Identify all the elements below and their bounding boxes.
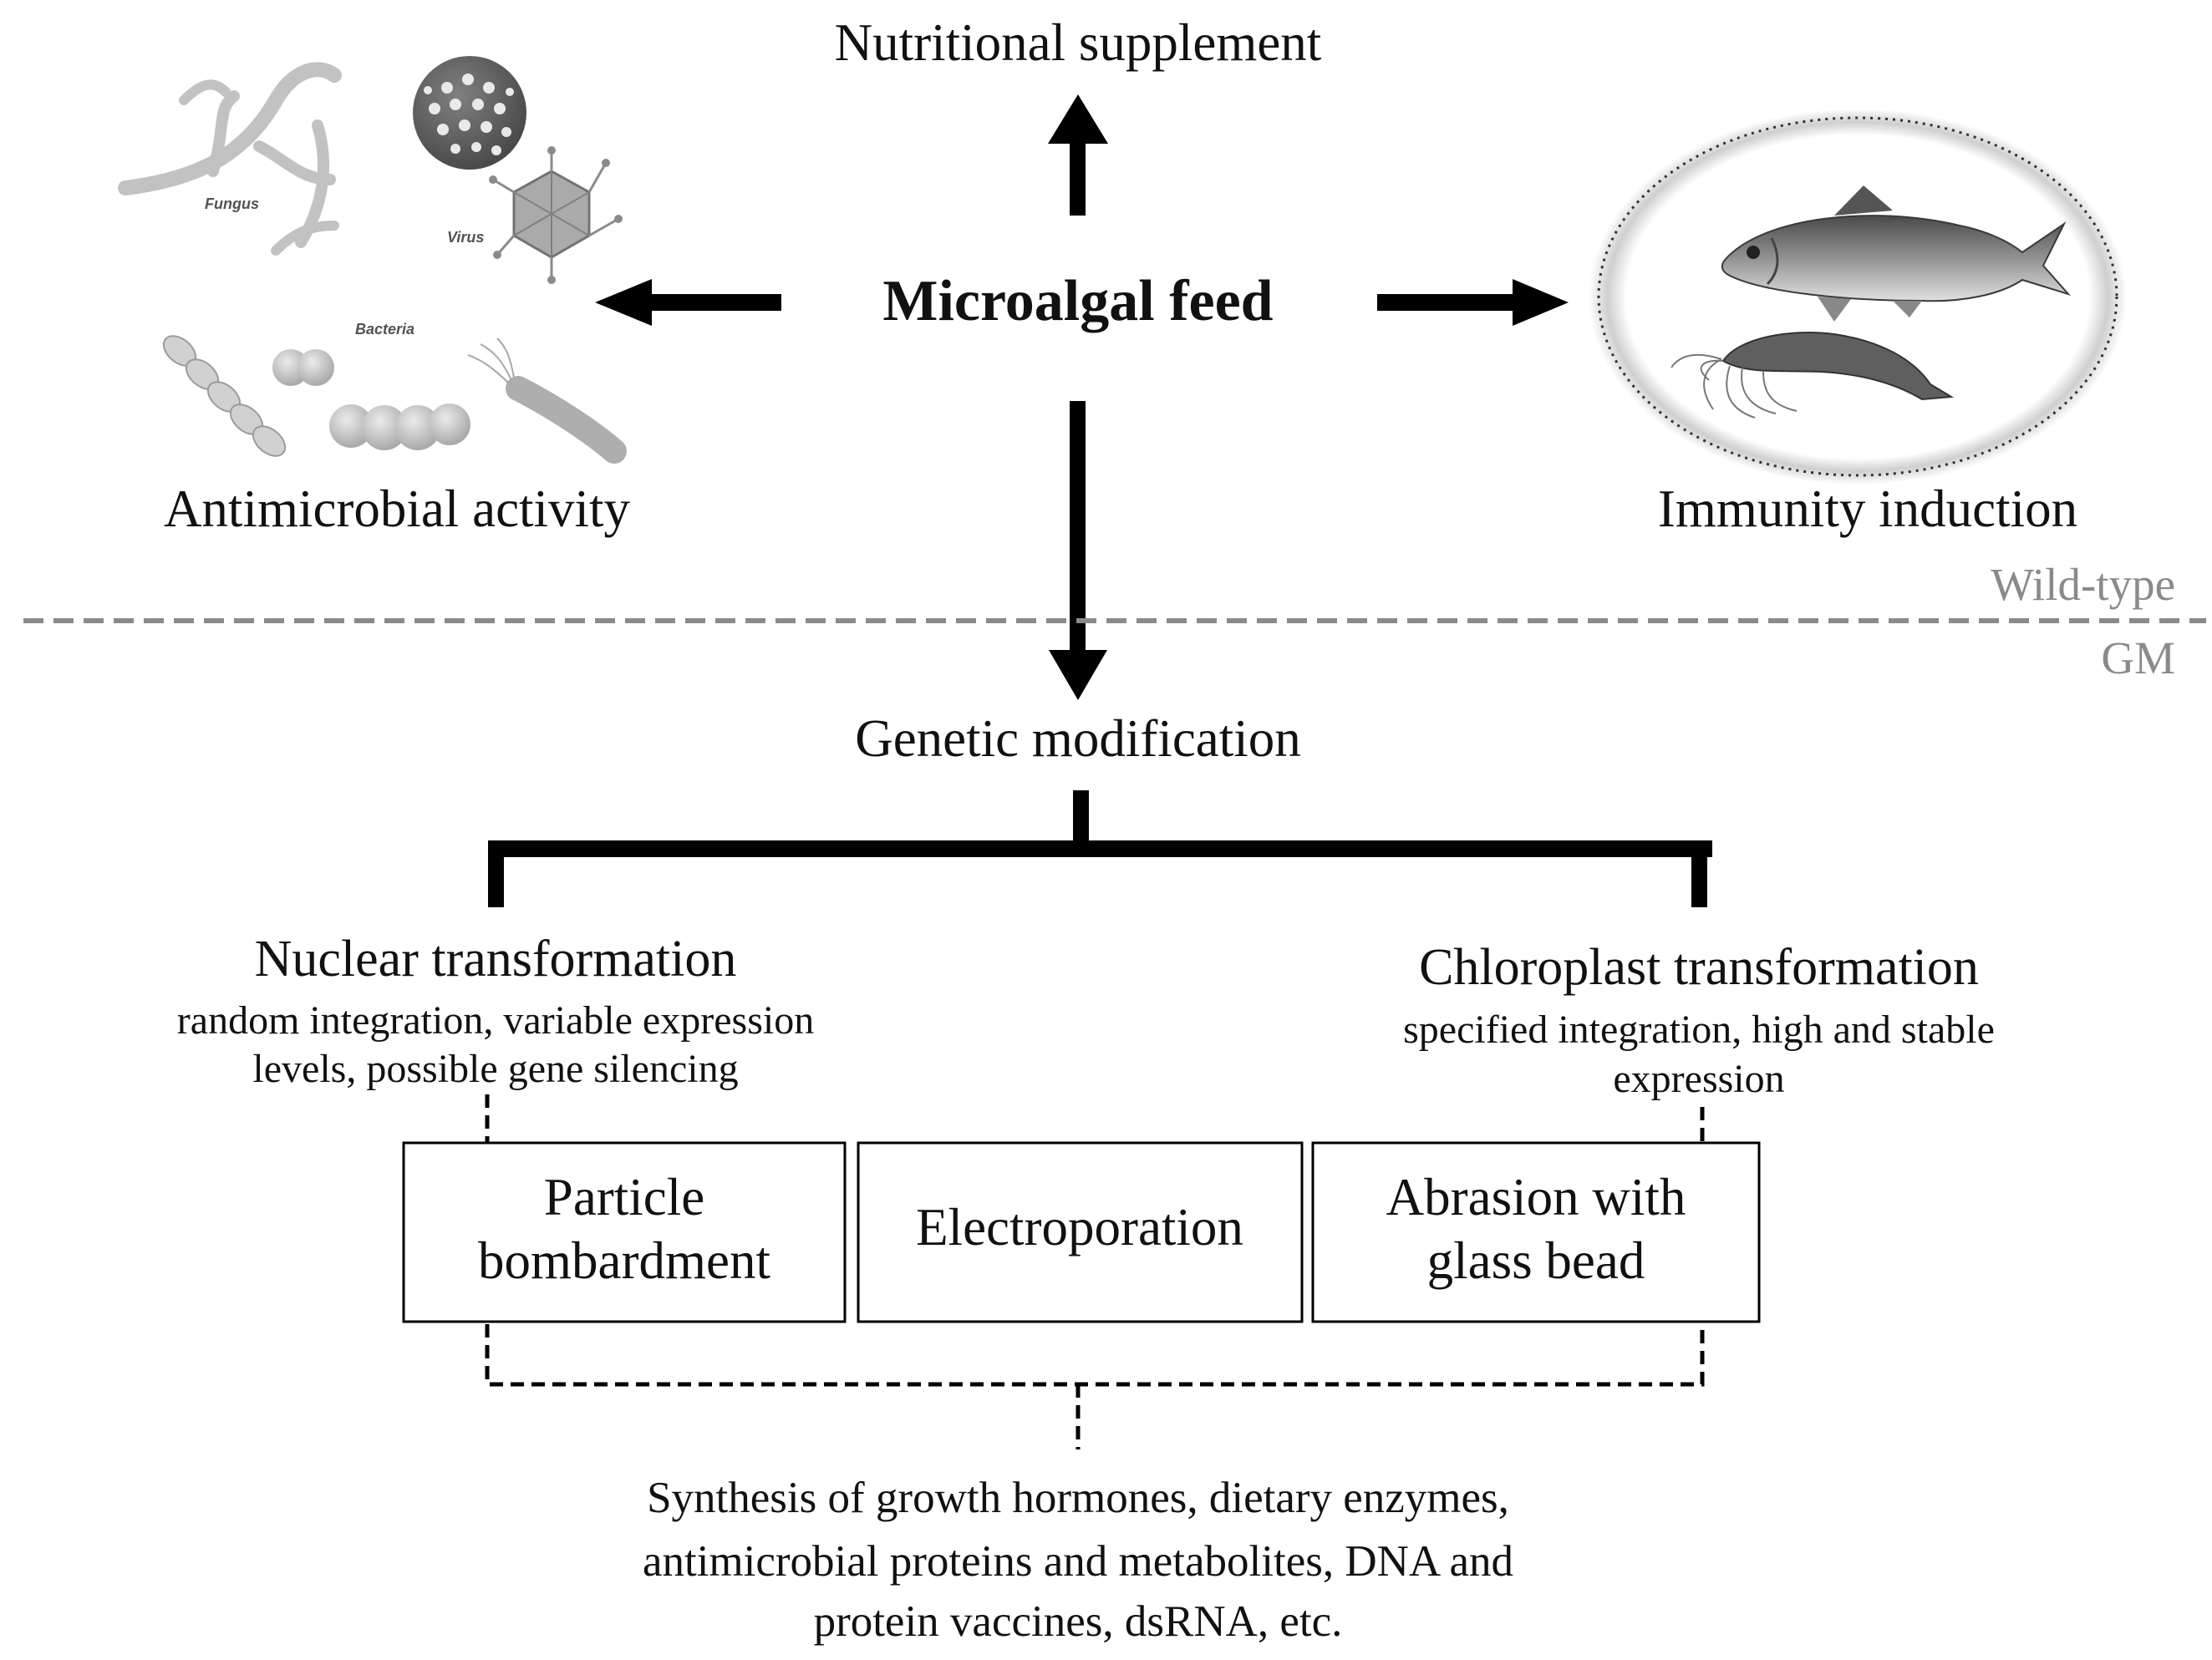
dotted-ellipse bbox=[1597, 116, 2118, 477]
microbes-illustration: Fungus bbox=[118, 56, 627, 464]
immunity-induction-label: Immunity induction bbox=[1658, 480, 2077, 538]
nuclear-desc-line1: random integration, variable expression bbox=[177, 998, 814, 1043]
bacteria-label: Bacteria bbox=[355, 321, 414, 338]
particle-line2: bombardment bbox=[478, 1231, 770, 1290]
method-box-abrasion: Abrasion with glass bead bbox=[1311, 1141, 1761, 1323]
synthesis-line2: antimicrobial proteins and metabolites, … bbox=[643, 1537, 1513, 1586]
synthesis-line3: protein vaccines, dsRNA, etc. bbox=[814, 1597, 1343, 1646]
virus-sphere-icon bbox=[413, 56, 526, 170]
nuclear-desc-line2: levels, possible gene silencing bbox=[252, 1047, 738, 1091]
bacteria-icon bbox=[162, 335, 627, 464]
fungus-label: Fungus bbox=[205, 195, 259, 212]
nutritional-supplement-label: Nutritional supplement bbox=[835, 13, 1322, 72]
arrow-left bbox=[595, 279, 781, 326]
electroporation-label: Electroporation bbox=[916, 1198, 1243, 1256]
abrasion-line1: Abrasion with bbox=[1386, 1168, 1686, 1226]
chloroplast-desc-line2: expression bbox=[1613, 1057, 1784, 1101]
method-box-particle: Particle bombardment bbox=[402, 1141, 847, 1323]
antimicrobial-activity-label: Antimicrobial activity bbox=[164, 480, 631, 538]
wild-type-label: Wild-type bbox=[1991, 559, 2175, 610]
fungus-icon bbox=[118, 62, 342, 256]
microalgal-feed-label: Microalgal feed bbox=[882, 269, 1273, 333]
arrow-down bbox=[1049, 401, 1107, 700]
fish-icon bbox=[1721, 185, 2072, 322]
particle-line1: Particle bbox=[544, 1168, 704, 1226]
chloroplast-transformation-title: Chloroplast transformation bbox=[1419, 939, 1979, 996]
nuclear-transformation-title: Nuclear transformation bbox=[255, 931, 737, 987]
aquatic-animals-illustration bbox=[1589, 109, 2127, 485]
arrow-up bbox=[1048, 94, 1108, 216]
arrow-right bbox=[1377, 279, 1569, 326]
gm-label: GM bbox=[2101, 632, 2175, 683]
synthesis-line1: Synthesis of growth hormones, dietary en… bbox=[647, 1474, 1509, 1522]
shrimp-icon bbox=[1670, 332, 1955, 419]
genetic-modification-label: Genetic modification bbox=[855, 709, 1301, 768]
method-box-electroporation: Electroporation bbox=[857, 1141, 1304, 1323]
branch-connector bbox=[488, 790, 1712, 907]
chloroplast-desc-line1: specified integration, high and stable bbox=[1403, 1008, 1995, 1052]
virus-label: Virus bbox=[447, 229, 484, 246]
abrasion-line2: glass bead bbox=[1427, 1231, 1645, 1290]
virus-icon bbox=[489, 146, 623, 284]
dashed-connectors bbox=[485, 1094, 1705, 1449]
